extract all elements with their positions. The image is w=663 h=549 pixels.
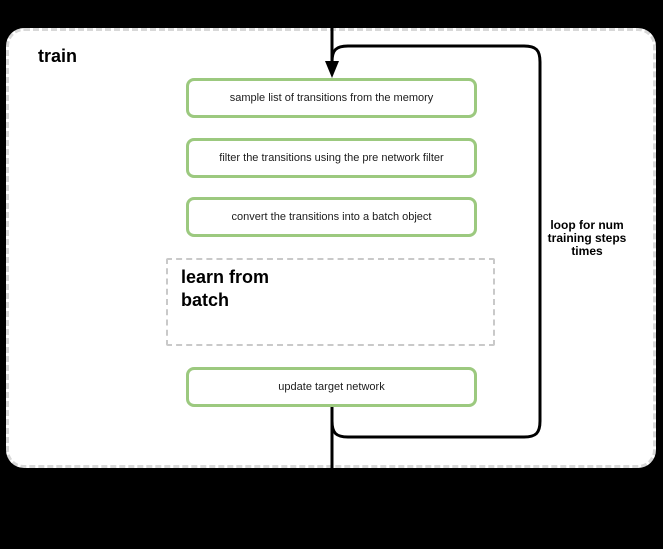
step-sample-transitions: sample list of transitions from the memo… [186, 78, 477, 118]
step-update-target-network: update target network [186, 367, 477, 407]
step-convert-to-batch-label: convert the transitions into a batch obj… [231, 211, 432, 223]
learn-from-batch-box: learn from batch [166, 258, 495, 346]
step-filter-transitions: filter the transitions using the pre net… [186, 138, 477, 178]
step-filter-transitions-label: filter the transitions using the pre net… [219, 152, 444, 164]
step-update-target-network-label: update target network [278, 381, 385, 393]
train-group-label: train [38, 46, 78, 66]
step-convert-to-batch: convert the transitions into a batch obj… [186, 197, 477, 237]
learn-from-batch-label: learn from batch [181, 267, 270, 310]
step-sample-transitions-label: sample list of transitions from the memo… [229, 92, 434, 104]
loop-annotation: loop for num training steps times [547, 218, 627, 258]
